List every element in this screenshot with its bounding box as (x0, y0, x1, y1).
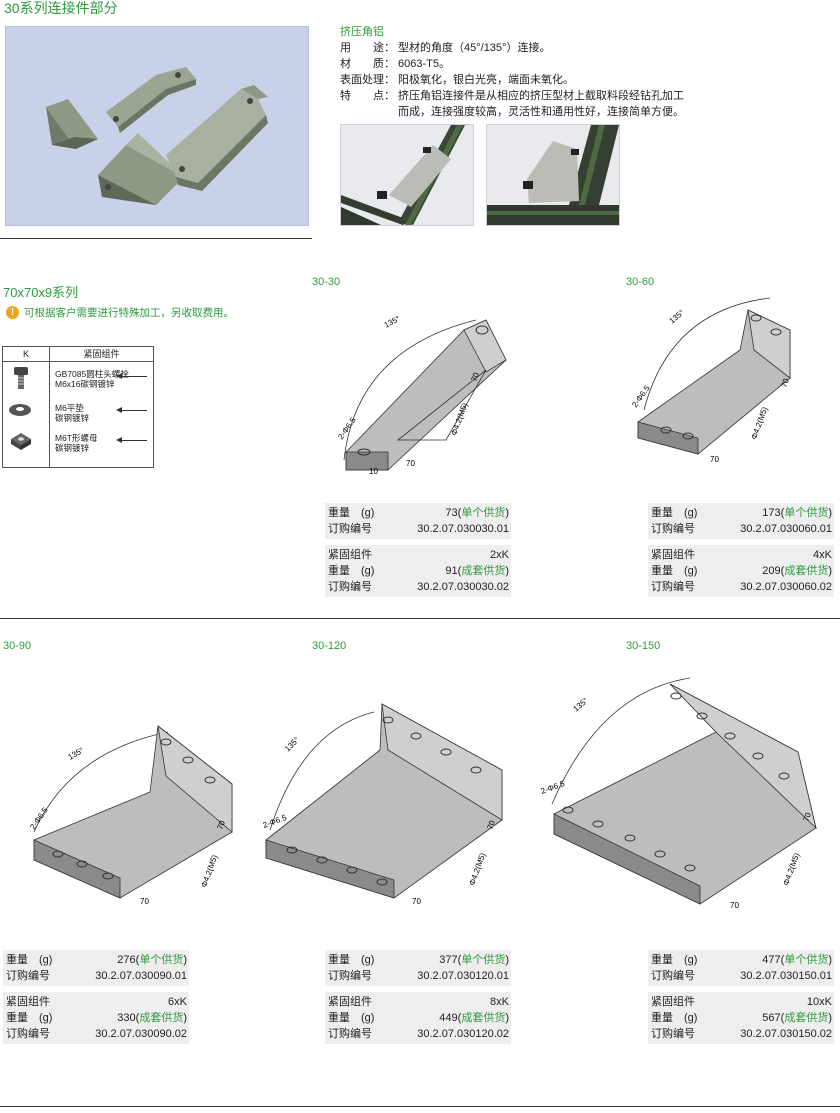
svg-text:70: 70 (485, 819, 497, 831)
svg-text:70: 70 (215, 819, 227, 831)
svg-text:2-Φ6.5: 2-Φ6.5 (630, 383, 652, 409)
variant-title: 30-150 (626, 640, 661, 652)
drawing-30-60: 135° 2-Φ6.5 70 70 Φ4.2(M5) (630, 290, 820, 493)
svg-text:70: 70 (412, 897, 421, 906)
drawing-30-150: 135° 2-Φ6.5 70 70 Φ4.2(M5) (540, 672, 830, 915)
svg-text:70: 70 (730, 901, 739, 910)
svg-text:Φ4.2(M5): Φ4.2(M5) (467, 851, 487, 886)
spec-row: 特 点：挤压角铝连接件是从相应的挤压型材上截取料段经钻孔加工 (340, 90, 684, 102)
variant-title: 30-120 (312, 640, 347, 652)
arrow-icon (116, 373, 147, 379)
install-photo-2 (486, 124, 620, 226)
spec-row: 表面处理：阳极氧化，银白光亮，端面未氧化。 (340, 74, 574, 86)
spec-title: 挤压角铝 (340, 26, 384, 38)
warning-icon: ! (6, 306, 19, 319)
drawing-30-30: 135° 2-Φ6.5 70 10 70 Φ4.2(M5) (326, 290, 516, 493)
t-nut-icon (11, 433, 31, 450)
drawing-30-90: 135° 2-Φ6.5 70 70 Φ4.2(M5) (10, 712, 240, 915)
arrow-icon (116, 437, 147, 443)
dim-70: 70 (406, 459, 415, 468)
series-title: 70x70x9系列 (3, 285, 79, 300)
hole-label: 2-Φ6.5 (336, 415, 358, 441)
spec-row: 材 质：6063-T5。 (340, 58, 450, 70)
svg-text:70: 70 (779, 377, 791, 389)
drawing-30-120: 135° 2-Φ6.5 70 70 Φ4.2(M5) (262, 690, 512, 913)
section-title: 30系列连接件部分 (4, 0, 118, 16)
spec-row: 而成，连接强度较高，灵活性和通用性好，连接简单方便。 (398, 106, 684, 118)
svg-text:135°: 135° (572, 696, 590, 714)
variant-title: 30-30 (312, 276, 341, 288)
bolt-icon (14, 367, 28, 389)
spec-row: 用 途：型材的角度（45°/135°）连接。 (340, 42, 551, 54)
variant-title: 30-90 (3, 640, 32, 652)
fastener-item: M6T形螺母碳钢镀锌 (3, 431, 153, 457)
fastener-item: M6平垫碳钢镀锌 (3, 401, 153, 427)
variant-title: 30-60 (626, 276, 655, 288)
install-photo-1 (340, 124, 474, 226)
divider (0, 238, 312, 239)
dim-10: 10 (369, 467, 378, 476)
custom-note: ! 可根据客户需要进行特殊加工，另收取费用。 (6, 305, 234, 320)
svg-text:135°: 135° (67, 746, 86, 762)
svg-text:70: 70 (801, 811, 813, 823)
product-photo (5, 26, 309, 226)
col-fasteners: 紧固组件 (83, 349, 120, 359)
svg-text:135°: 135° (668, 308, 686, 326)
divider (0, 1106, 840, 1107)
dim-70-v: 70 (469, 371, 481, 383)
svg-text:Φ4.2(M5): Φ4.2(M5) (749, 405, 769, 440)
svg-text:70: 70 (710, 455, 719, 464)
divider (0, 618, 840, 619)
svg-text:135°: 135° (283, 735, 301, 753)
svg-text:Φ4.2(M5): Φ4.2(M5) (199, 853, 219, 888)
washer-icon (9, 404, 31, 416)
svg-text:2-Φ6.5: 2-Φ6.5 (540, 779, 566, 796)
svg-text:70: 70 (140, 897, 149, 906)
svg-text:2-Φ6.5: 2-Φ6.5 (28, 805, 50, 831)
svg-text:Φ4.2(M5): Φ4.2(M5) (781, 851, 801, 886)
col-k: K (3, 347, 50, 361)
arrow-icon (116, 407, 147, 413)
angle-label: 135° (383, 314, 402, 330)
spec-block: 挤压角铝 用 途：型材的角度（45°/135°）连接。 材 质：6063-T5。… (340, 24, 820, 120)
